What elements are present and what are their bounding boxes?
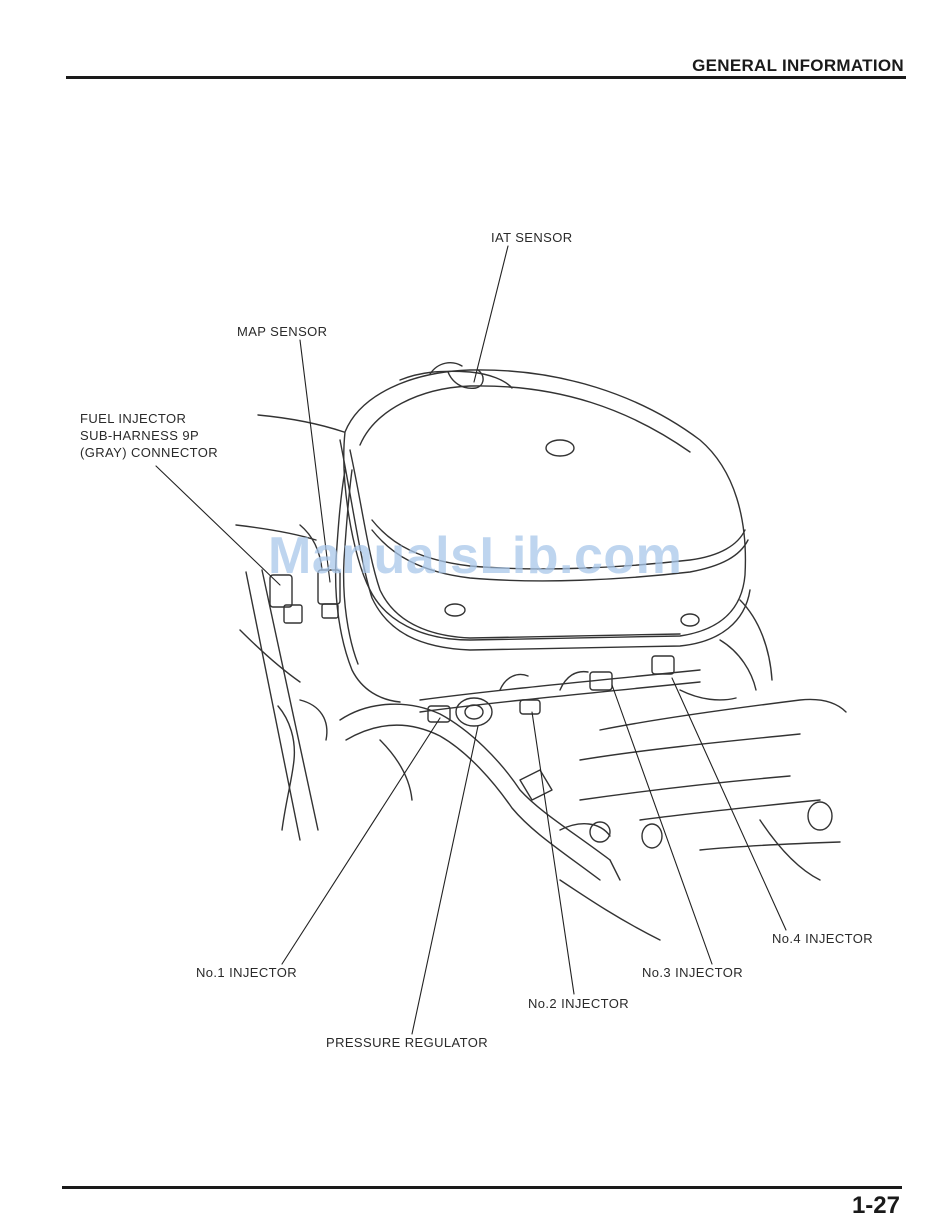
- footer-rule: [62, 1186, 902, 1189]
- watermark: ManualsLib.com: [268, 526, 682, 586]
- label-no4-injector: No.4 INJECTOR: [772, 930, 873, 947]
- label-iat-sensor: IAT SENSOR: [491, 229, 573, 246]
- label-map-sensor: MAP SENSOR: [237, 323, 327, 340]
- label-no1-injector: No.1 INJECTOR: [196, 964, 297, 981]
- label-no3-injector: No.3 INJECTOR: [642, 964, 743, 981]
- label-pressure-regulator: PRESSURE REGULATOR: [326, 1034, 488, 1051]
- label-fuel-injector-connector: FUEL INJECTOR SUB-HARNESS 9P (GRAY) CONN…: [80, 410, 218, 461]
- label-no2-injector: No.2 INJECTOR: [528, 995, 629, 1012]
- head-cover-outline: [344, 370, 746, 640]
